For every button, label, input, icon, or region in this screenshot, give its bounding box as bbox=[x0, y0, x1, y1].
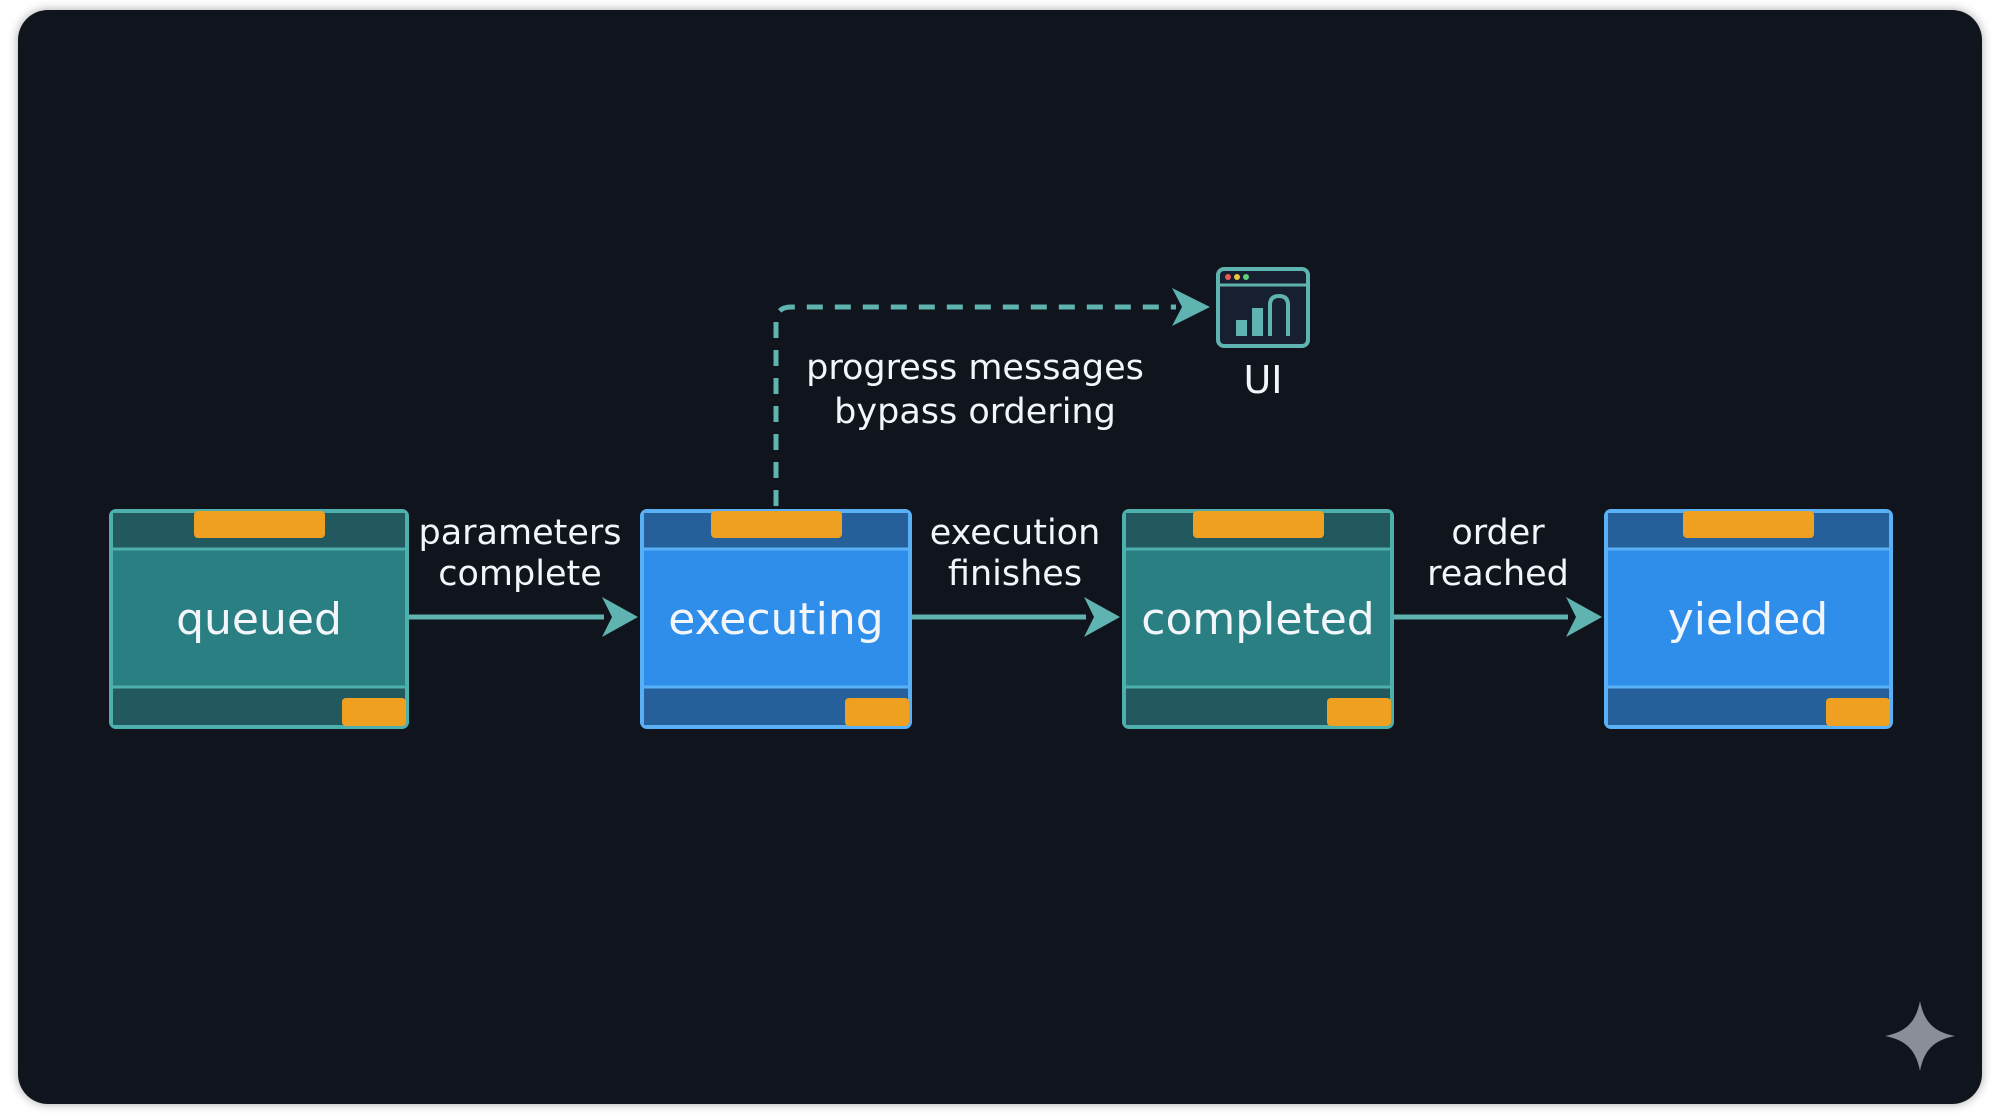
arrowhead-icon bbox=[1566, 597, 1602, 637]
edge-label-line: reached bbox=[1427, 554, 1569, 594]
edge-executing-completed: execution finishes bbox=[910, 513, 1120, 637]
top-tab bbox=[1683, 511, 1814, 538]
state-node-yielded: yielded bbox=[1604, 509, 1893, 729]
top-tab bbox=[711, 511, 842, 538]
top-tab bbox=[194, 511, 325, 538]
bottom-tab bbox=[342, 698, 406, 726]
edge-label-line: bypass ordering bbox=[834, 392, 1116, 432]
arrowhead-icon bbox=[602, 597, 638, 637]
edge-completed-yielded: order reached bbox=[1392, 513, 1602, 637]
edge-label-line: parameters bbox=[418, 513, 621, 553]
edge-label-line: finishes bbox=[948, 554, 1082, 594]
node-label: executing bbox=[668, 594, 883, 645]
node-label: yielded bbox=[1668, 594, 1829, 645]
edge-label-line: execution bbox=[930, 513, 1101, 553]
arrowhead-icon bbox=[1172, 288, 1210, 326]
browser-chart-icon bbox=[1216, 267, 1310, 348]
arrowhead-icon bbox=[1084, 597, 1120, 637]
edge-label-line: progress messages bbox=[806, 348, 1144, 388]
edge-queued-executing: parameters complete bbox=[408, 513, 638, 637]
bottom-tab bbox=[1826, 698, 1890, 726]
bottom-tab bbox=[1327, 698, 1391, 726]
top-tab bbox=[1193, 511, 1324, 538]
node-label: queued bbox=[176, 594, 342, 645]
sparkle-icon bbox=[1885, 1001, 1955, 1071]
ui-node: UI bbox=[1216, 267, 1310, 402]
node-label: completed bbox=[1141, 594, 1374, 645]
edge-label-line: order bbox=[1451, 513, 1545, 553]
state-node-completed: completed bbox=[1122, 509, 1394, 729]
edge-executing-ui: progress messages bypass ordering bbox=[773, 288, 1210, 506]
state-node-executing: executing bbox=[640, 509, 912, 729]
state-node-queued: queued bbox=[109, 509, 409, 729]
edge-label-line: complete bbox=[438, 554, 601, 594]
ui-label: UI bbox=[1243, 358, 1282, 402]
bottom-tab bbox=[845, 698, 909, 726]
